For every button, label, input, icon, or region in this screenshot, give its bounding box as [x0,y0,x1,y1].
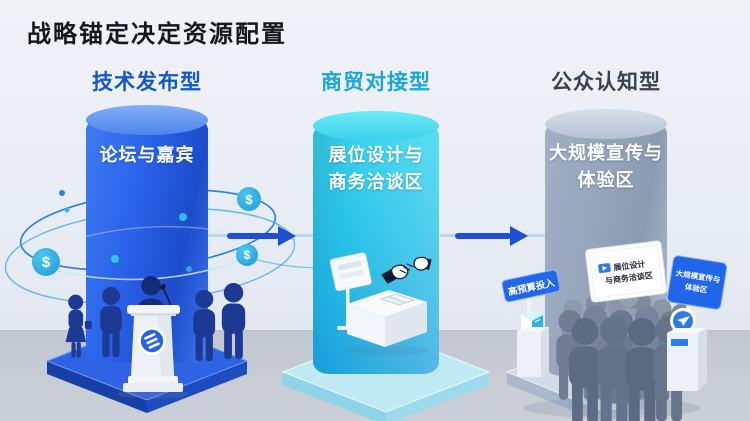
pillar-label-tech: 论坛与嘉宾 [86,142,208,169]
pillar-label-line: 大规模宣传与 [549,143,663,163]
page-title: 战略锚定决定资源配置 [27,21,287,48]
arrow-head [510,226,528,246]
box-shadow [345,345,429,355]
person-silhouette [193,290,216,361]
kiosk-pedestal [517,327,549,377]
pillar-label-line: 商务洽谈区 [328,172,424,192]
dollar-badge-icon: $ [236,244,258,266]
pillar-label-trade: 展位设计与 商务洽谈区 [306,142,446,196]
promo-sign-line2: 体验区 [684,281,708,294]
screen-text-line1: 展位设计 [612,259,646,273]
orbit-dot-icon [111,255,119,263]
booth-counter-box [347,290,427,347]
stage3-left-kiosk: 高预算投入 [501,269,561,377]
person-silhouette [100,287,122,358]
budget-sign: 高预算投入 [501,269,561,303]
pillar-label-line: 展位设计与 [328,145,424,165]
person-silhouette [221,283,246,360]
booth-sign-board [329,252,372,292]
microphone-icon [160,283,172,307]
column-header-public: 公众认知型 [551,71,661,94]
arrow-shaft [227,233,279,239]
orbit-dot-icon [64,207,70,213]
crowd-shadow [524,398,700,418]
handshake-icon [381,256,432,284]
pillar-label-line: 论坛与嘉宾 [99,145,195,165]
stage3-display-screen: 展位设计 与商务洽谈区 [585,240,668,303]
arrow-head [278,226,296,246]
kiosk-pedestal [667,328,707,391]
stage1-podium-group [117,276,189,399]
column-header-trade: 商贸对接型 [321,71,431,94]
dollar-badge-icon: $ [32,248,60,276]
podium-logo-icon [138,327,166,355]
person-silhouette [65,294,92,358]
megaphone-disc-icon [670,308,696,334]
orbit-dot-icon [59,190,65,196]
pillar-label-public: 大规模宣传与 体验区 [538,140,674,194]
dollar-badge-icon: $ [237,187,261,211]
pedestal-label [671,339,688,346]
orbit-arc-icon [65,226,241,243]
promo-sign: 大规模宣传与 体验区 [666,255,728,310]
pillar-label-line: 体验区 [577,170,635,190]
orbit-dot-icon [186,266,192,272]
orbit-dot-icon [179,213,187,221]
stage3-right-kiosk: 大规模宣传与 体验区 [666,255,728,391]
video-icon [598,263,611,274]
arrow-shaft [455,233,511,239]
podium [123,305,183,392]
stage2-props [329,252,432,355]
column-header-tech: 技术发布型 [92,71,202,94]
